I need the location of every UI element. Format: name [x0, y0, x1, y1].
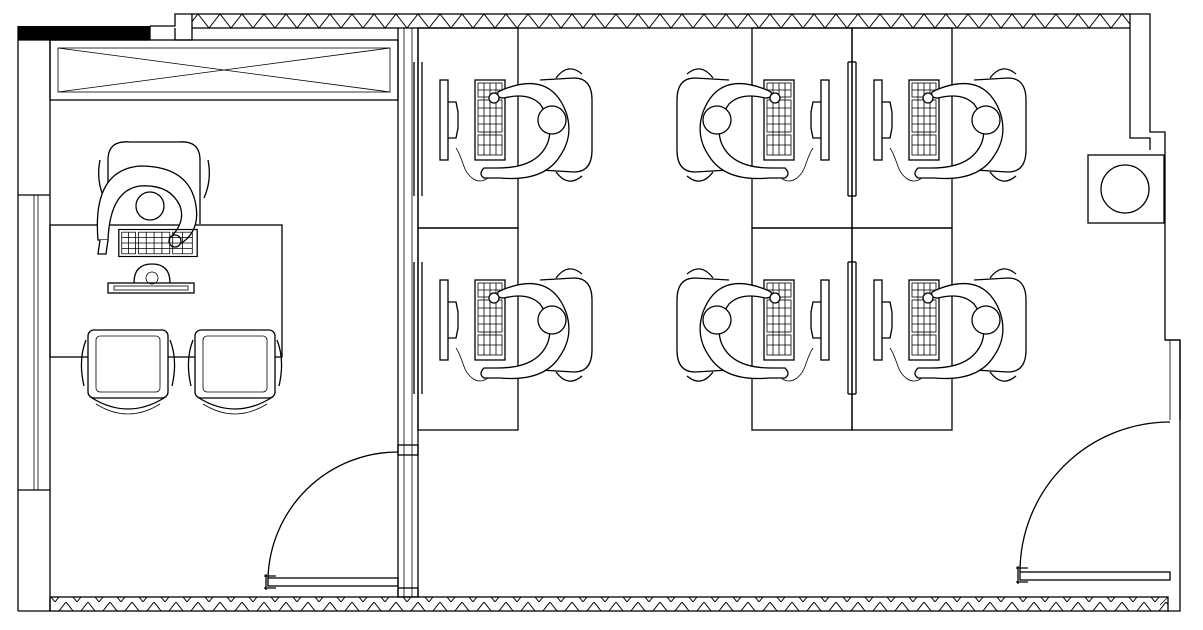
person — [96, 165, 198, 255]
open-office-door[interactable] — [1016, 421, 1171, 584]
glass-partition — [397, 28, 419, 598]
desk-block-right — [751, 27, 953, 431]
workstation — [874, 269, 1026, 381]
monitor — [107, 263, 195, 294]
left-window — [18, 40, 51, 611]
exterior-walls — [17, 13, 1181, 612]
workstation — [677, 269, 829, 381]
visitor-chair — [80, 329, 176, 415]
partition-left-desks — [413, 62, 423, 394]
workstation — [874, 69, 1026, 181]
bottom-wall — [49, 596, 1169, 612]
top-wall — [191, 13, 1131, 29]
column — [1087, 154, 1165, 224]
top-window — [49, 39, 399, 101]
solid-wall-segment — [18, 26, 150, 40]
workstation — [440, 269, 592, 381]
workstation — [440, 69, 592, 181]
desk-block-left — [417, 27, 519, 431]
workstation — [677, 69, 829, 181]
private-office-door[interactable] — [264, 451, 399, 590]
private-office — [49, 141, 283, 415]
visitor-chair — [187, 329, 283, 415]
